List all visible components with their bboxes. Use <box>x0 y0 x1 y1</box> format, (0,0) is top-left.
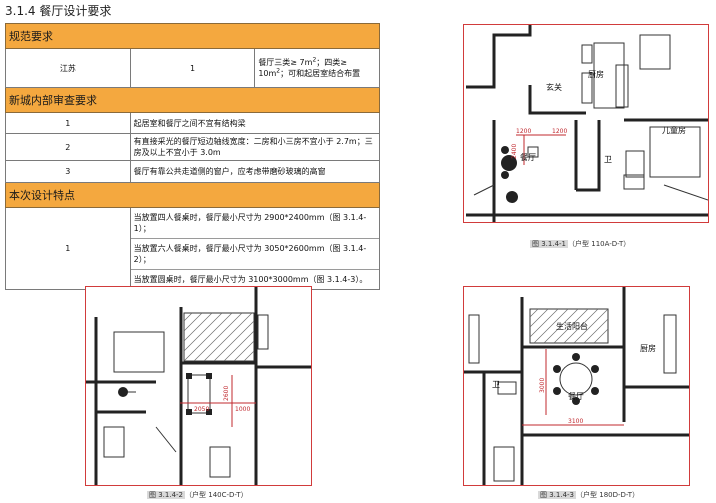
row-index: 3 <box>5 160 131 183</box>
dimension-label: 2400 <box>511 144 518 159</box>
dimension-label: 1200 <box>552 128 567 135</box>
table-row: 1 当放置四人餐桌时，餐厅最小尺寸为 2900*2400mm（图 3.1.4-1… <box>5 207 381 290</box>
section-title: 规范要求 <box>5 23 380 49</box>
row-text: 有直接采光的餐厅短边轴线宽度：二房和小三房不宜小于 2.7m；三房及以上不宜小于… <box>129 133 381 161</box>
province-cell: 江苏 <box>5 48 131 88</box>
room-label: 玄关 <box>546 82 562 92</box>
dimension-label: 1200 <box>516 128 531 135</box>
section-standard-header: 规范要求 <box>5 23 380 49</box>
floor-plan-drawing: 生活阳台 厨房 餐厅 卫 3000 3100 <box>464 287 689 485</box>
section-title: 本次设计特点 <box>5 182 380 208</box>
row-index: 1 <box>5 112 131 134</box>
room-label: 餐厅 <box>520 153 536 162</box>
room-label: 卫 <box>492 380 500 389</box>
room-label: 生活阳台 <box>556 321 588 331</box>
dimension-label: 2050 <box>194 406 209 413</box>
row-text: 起居室和餐厅之间不宜有结构梁 <box>129 112 381 134</box>
dimension-label: 3100 <box>568 418 583 425</box>
section-features-header: 本次设计特点 <box>5 182 380 208</box>
figure-caption: 图 3.1.4-2（户型 140C-D-T） <box>147 491 248 499</box>
table-row: 1 起居室和餐厅之间不宜有结构梁 <box>5 112 381 134</box>
figure-caption: 图 3.1.4-3（户型 180D-D-T） <box>538 491 640 499</box>
room-label: 儿童房 <box>662 125 686 135</box>
table-row: 2 有直接采光的餐厅短边轴线宽度：二房和小三房不宜小于 2.7m；三房及以上不宜… <box>5 133 381 161</box>
table-row: 3 餐厅有靠公共走道侧的窗户，应考虑带磨砂玻璃的高窗 <box>5 160 381 183</box>
requirements-table: 规范要求 江苏 1 餐厅三类≥ 7m2；四类≥ 10m2；可和起居室结合布置 新… <box>5 23 381 290</box>
row-index: 2 <box>5 133 131 161</box>
row-text: 餐厅有靠公共走道侧的窗户，应考虑带磨砂玻璃的高窗 <box>129 160 381 183</box>
floor-plan-drawing: 2050 1000 2600 <box>86 287 311 485</box>
feature-line: 当放置四人餐桌时，餐厅最小尺寸为 2900*2400mm（图 3.1.4-1）； <box>130 208 379 239</box>
floor-plan-180D: 生活阳台 厨房 餐厅 卫 3000 3100 <box>463 286 690 486</box>
dimension-label: 3000 <box>539 378 546 393</box>
feature-line: 当放置六人餐桌时，餐厅最小尺寸为 3050*2600mm（图 3.1.4-2）； <box>130 239 379 270</box>
figure-caption: 图 3.1.4-1（户型 110A-D-T） <box>530 240 631 248</box>
table-row: 江苏 1 餐厅三类≥ 7m2；四类≥ 10m2；可和起居室结合布置 <box>5 48 380 88</box>
row-index: 1 <box>5 207 131 290</box>
row-text: 当放置四人餐桌时，餐厅最小尺寸为 2900*2400mm（图 3.1.4-1）；… <box>129 207 381 290</box>
dimension-label: 2600 <box>223 386 230 401</box>
row-index: 1 <box>129 48 256 88</box>
room-label: 餐厅 <box>568 392 584 401</box>
feature-line: 当放置圆桌时，餐厅最小尺寸为 3100*3000mm（图 3.1.4-3）。 <box>133 275 368 284</box>
page-heading: 3.1.4 餐厅设计要求 <box>5 4 112 18</box>
room-label: 厨房 <box>588 69 604 79</box>
floor-plan-110A: 厨房 玄关 餐厅 卫 儿童房 1200 1200 2400 <box>463 24 709 223</box>
room-label: 卫 <box>604 155 612 164</box>
section-review-header: 新城内部审查要求 <box>5 87 380 113</box>
room-label: 厨房 <box>640 343 656 353</box>
floor-plan-drawing: 厨房 玄关 餐厅 卫 儿童房 1200 1200 2400 <box>466 25 708 222</box>
row-text: 餐厅三类≥ 7m2；四类≥ 10m2；可和起居室结合布置 <box>254 48 380 88</box>
floor-plan-140C: 2050 1000 2600 <box>85 286 312 486</box>
section-title: 新城内部审查要求 <box>5 87 380 113</box>
dimension-label: 1000 <box>235 406 250 413</box>
